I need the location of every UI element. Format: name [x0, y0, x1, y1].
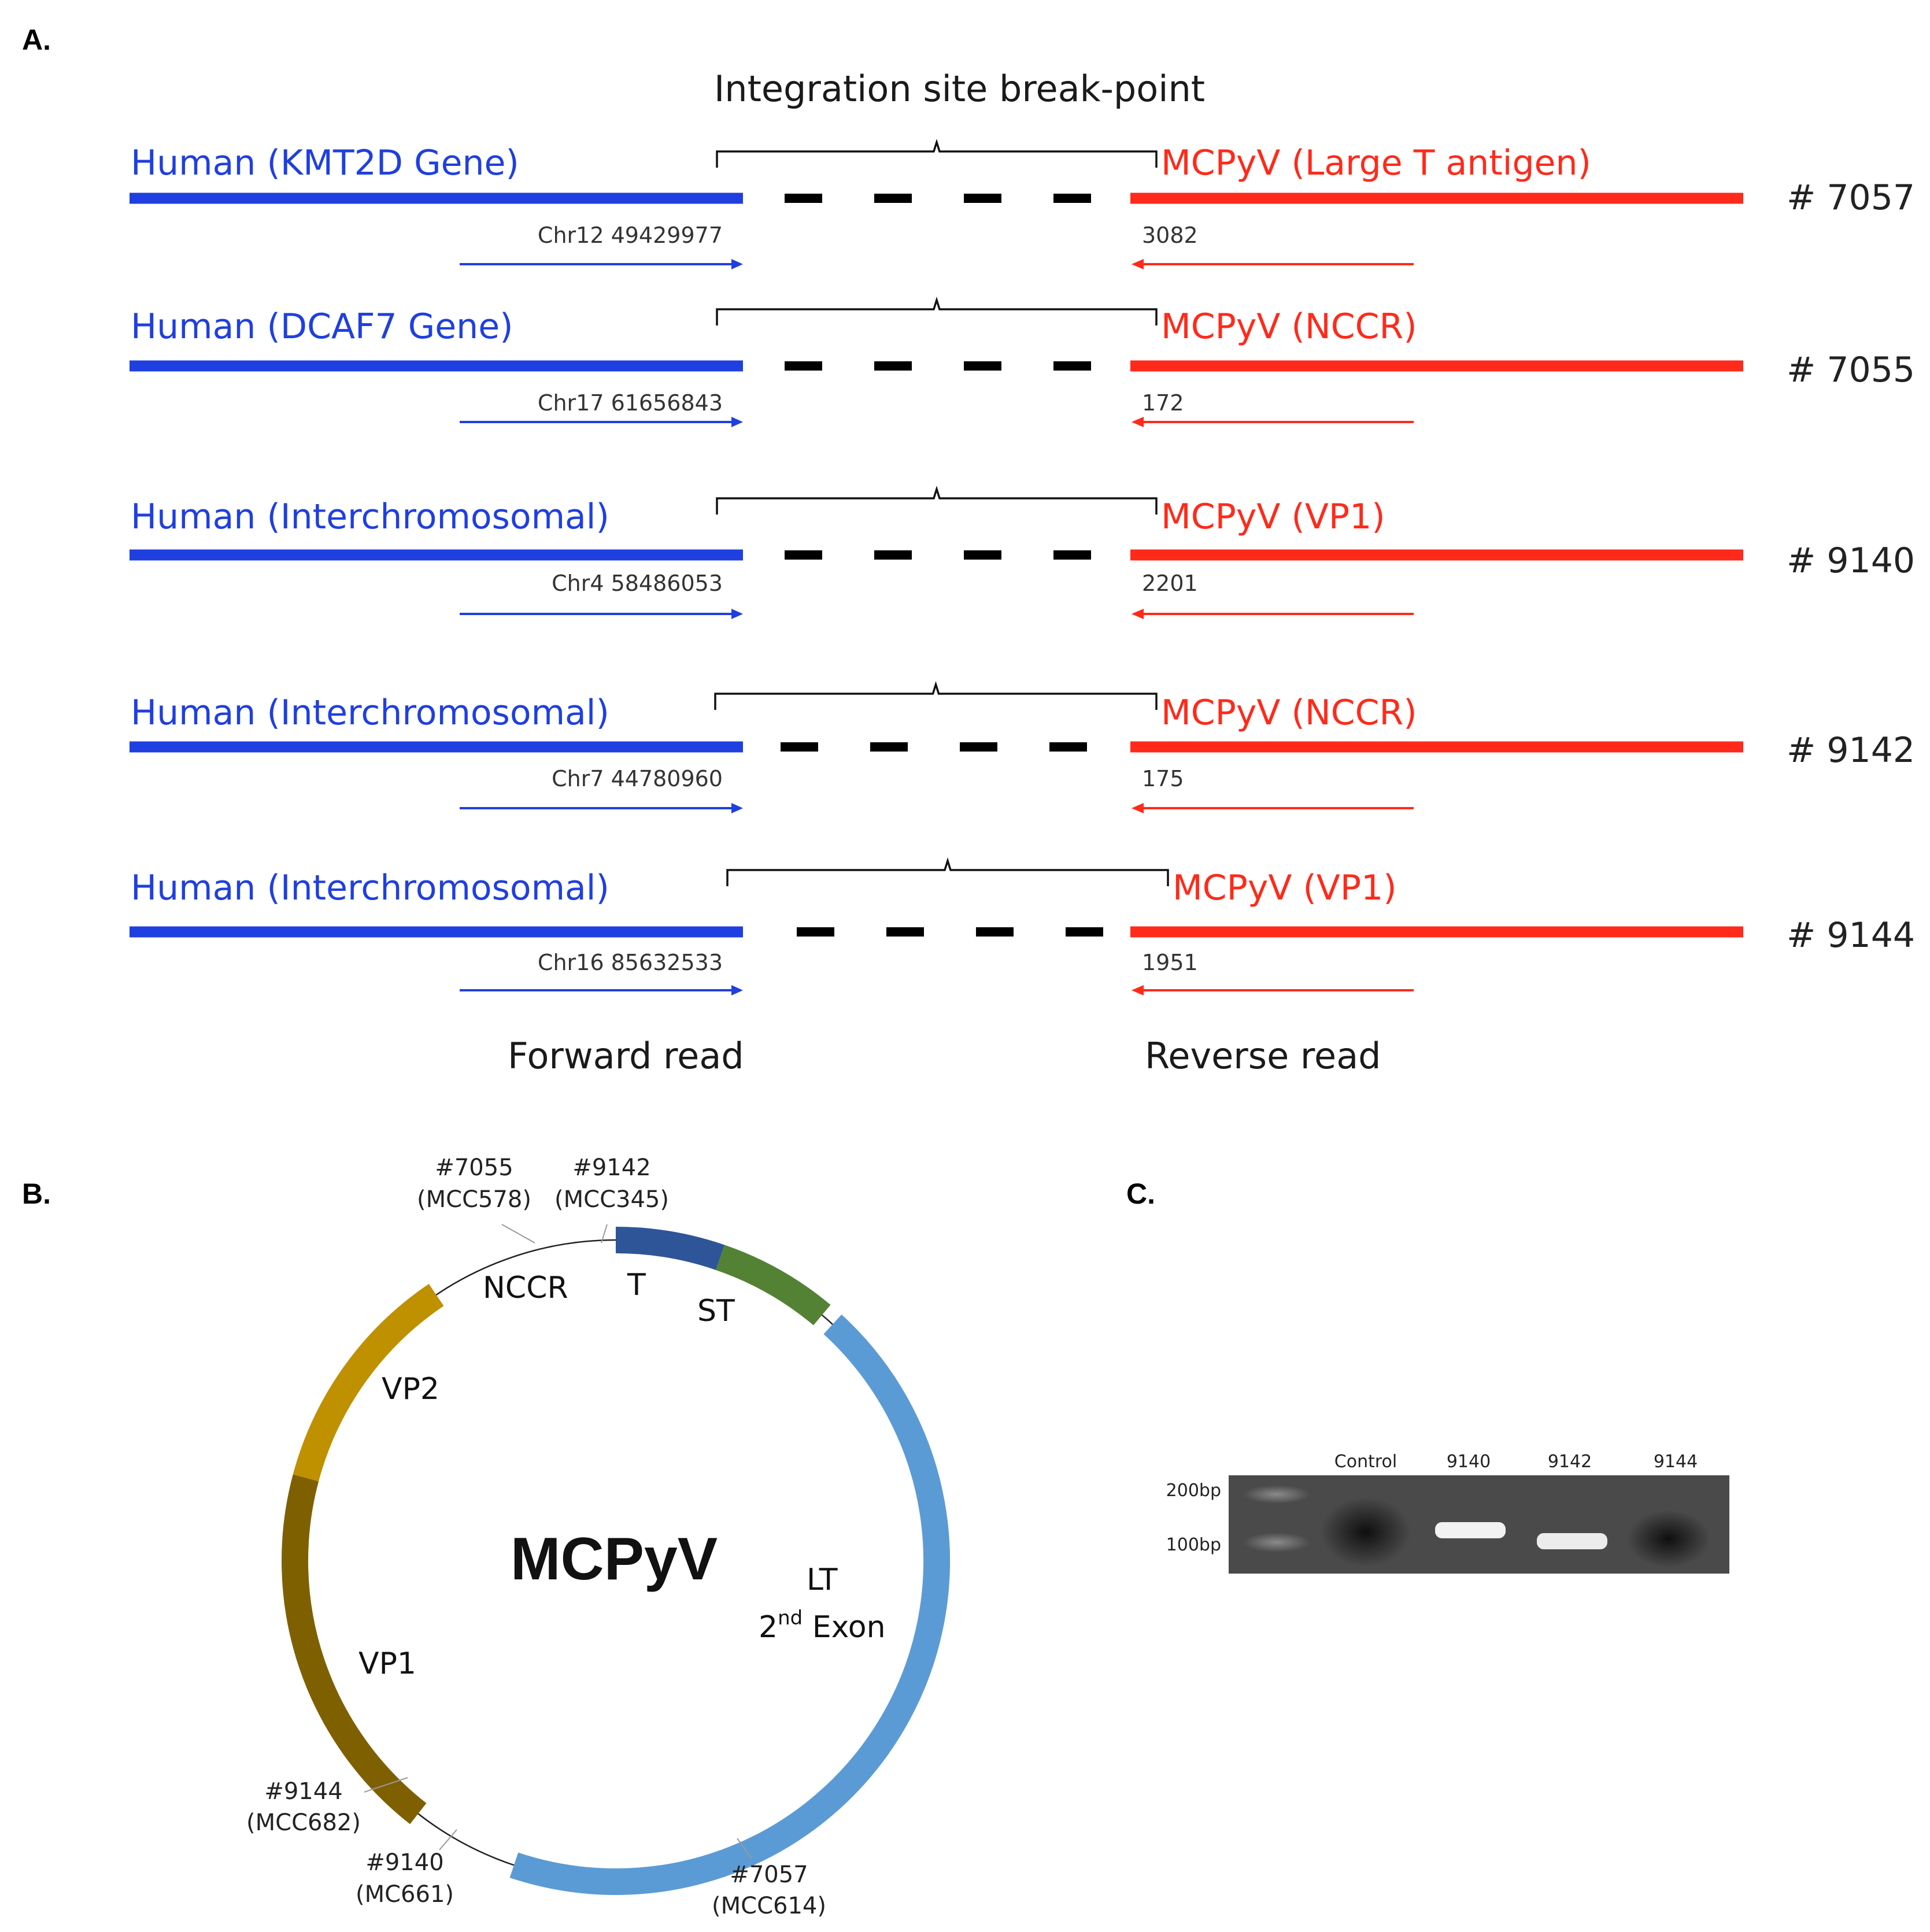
annotation-9144-sub: (MCC682) — [246, 1809, 361, 1836]
segment-label-nccr: NCCR — [483, 1271, 568, 1305]
virus-label: MCPyV (VP1) — [1173, 868, 1397, 908]
forward-arrow-head — [731, 259, 743, 269]
integration-row: Human (KMT2D Gene) MCPyV (Large T antigen… — [130, 139, 1915, 269]
breakpoint-bracket — [716, 139, 1158, 168]
virus-coordinate: 175 — [1142, 766, 1184, 791]
lt-exon-word: Exon — [803, 1610, 885, 1645]
reverse-arrow-head — [1132, 985, 1144, 995]
annotation-9140-id: #9140 — [365, 1849, 443, 1876]
integration-row: Human (DCAF7 Gene) MCPyV (NCCR) # 7055Chr1… — [130, 297, 1915, 427]
annotation-7055-sub: (MCC578) — [417, 1186, 531, 1213]
lane-9142-band — [1537, 1533, 1607, 1549]
leader-line-7055 — [501, 1224, 535, 1243]
annotation-9144-id: #9144 — [264, 1778, 342, 1805]
sample-id: # 7057 — [1787, 177, 1915, 218]
forward-read-label: Forward read — [508, 1035, 744, 1077]
leader-line-7057 — [737, 1838, 752, 1859]
forward-arrow-head — [731, 417, 743, 427]
arc-vp1 — [282, 1474, 427, 1824]
lane-label-control: Control — [1334, 1452, 1397, 1472]
panel-b: B. NCCR T ST VP2 VP1 LT 2nd Exon MCPyV #… — [22, 1154, 950, 1919]
breakpoint-bracket — [714, 681, 1158, 710]
reverse-arrow-head — [1132, 609, 1144, 619]
reverse-arrow-head — [1132, 259, 1144, 269]
lane-label-9144: 9144 — [1654, 1452, 1698, 1472]
virus-label: MCPyV (NCCR) — [1161, 693, 1417, 733]
human-label: Human (Interchromosomal) — [131, 693, 609, 733]
arc-vp2 — [293, 1283, 444, 1482]
ladder-label-100bp: 100bp — [1166, 1535, 1221, 1555]
lane-label-9142: 9142 — [1548, 1452, 1592, 1472]
segment-label-vp2: VP2 — [382, 1372, 439, 1407]
lane-9144-smear — [1627, 1510, 1710, 1568]
panel-c: C. Control 9140 9142 9144 200bp 100bp — [1126, 1178, 1729, 1574]
integration-row: Human (Interchromosomal) MCPyV (VP1) # 914… — [130, 857, 1915, 995]
leader-line-9142 — [601, 1224, 608, 1243]
human-label: Human (DCAF7 Gene) — [131, 306, 513, 347]
lane-label-9140: 9140 — [1447, 1452, 1491, 1472]
segment-label-vp1: VP1 — [358, 1646, 416, 1681]
leader-line-9144 — [364, 1777, 408, 1793]
annotation-9140-sub: (MC661) — [356, 1881, 454, 1908]
arc-t — [615, 1226, 725, 1271]
panel-c-label: C. — [1126, 1178, 1155, 1210]
integration-row: Human (Interchromosomal) MCPyV (VP1) # 914… — [130, 486, 1915, 619]
lt-exon-superscript: nd — [778, 1607, 803, 1630]
arc-st — [716, 1245, 831, 1326]
human-coordinate: Chr16 85632533 — [538, 950, 723, 975]
virus-coordinate: 1951 — [1142, 950, 1198, 975]
annotation-9142-id: #9142 — [572, 1154, 650, 1181]
human-coordinate: Chr12 49429977 — [538, 223, 723, 248]
annotation-7055-id: #7055 — [435, 1154, 513, 1181]
reverse-read-label: Reverse read — [1145, 1035, 1381, 1077]
annotation-7057-id: #7057 — [730, 1861, 808, 1888]
panel-a-label: A. — [22, 24, 51, 56]
control-lane-smear — [1321, 1497, 1411, 1567]
segment-label-st: ST — [697, 1294, 735, 1328]
segment-label-t: T — [627, 1268, 646, 1302]
annotation-9142-sub: (MCC345) — [554, 1186, 669, 1213]
sample-id: # 9142 — [1787, 730, 1915, 771]
breakpoint-bracket — [716, 297, 1158, 325]
integration-site-title: Integration site break-point — [714, 68, 1205, 110]
human-label: Human (Interchromosomal) — [131, 868, 609, 908]
virus-label: MCPyV (VP1) — [1161, 497, 1385, 537]
virus-coordinate: 172 — [1142, 390, 1184, 416]
virus-coordinate: 3082 — [1142, 223, 1198, 248]
forward-arrow-head — [731, 803, 743, 813]
sample-id: # 9144 — [1787, 915, 1915, 956]
breakpoint-bracket — [716, 486, 1158, 515]
breakpoint-bracket — [726, 857, 1169, 886]
lane-9140-band — [1435, 1522, 1506, 1538]
virus-label: MCPyV (Large T antigen) — [1161, 143, 1591, 183]
segment-label-lt-exon: 2nd Exon — [759, 1607, 886, 1645]
forward-arrow-head — [731, 985, 743, 995]
forward-arrow-head — [731, 609, 743, 619]
panel-b-label: B. — [22, 1178, 51, 1210]
reverse-arrow-head — [1132, 803, 1144, 813]
segment-label-lt: LT — [807, 1563, 838, 1597]
sample-id: # 7055 — [1787, 350, 1915, 390]
sample-id: # 9140 — [1787, 541, 1915, 581]
integration-row: Human (Interchromosomal) MCPyV (NCCR) # 91… — [130, 681, 1915, 813]
leader-line-9140 — [439, 1829, 457, 1850]
annotation-7057-sub: (MCC614) — [712, 1893, 826, 1919]
lt-exon-number: 2 — [759, 1610, 778, 1645]
human-coordinate: Chr17 61656843 — [538, 390, 723, 416]
reverse-arrow-head — [1132, 417, 1144, 427]
arc-lt — [509, 1314, 950, 1895]
human-coordinate: Chr4 58486053 — [552, 571, 723, 596]
plasmid-center-label: MCPyV — [511, 1526, 718, 1593]
ladder-band-100 — [1243, 1533, 1310, 1552]
virus-coordinate: 2201 — [1142, 571, 1198, 596]
human-label: Human (Interchromosomal) — [131, 497, 609, 537]
human-coordinate: Chr7 44780960 — [552, 766, 723, 791]
ladder-label-200bp: 200bp — [1166, 1481, 1221, 1501]
virus-label: MCPyV (NCCR) — [1161, 306, 1417, 347]
ladder-band-200 — [1243, 1485, 1310, 1504]
panel-a: A. Integration site break-point Human (K… — [22, 24, 1915, 1077]
human-label: Human (KMT2D Gene) — [131, 143, 519, 183]
